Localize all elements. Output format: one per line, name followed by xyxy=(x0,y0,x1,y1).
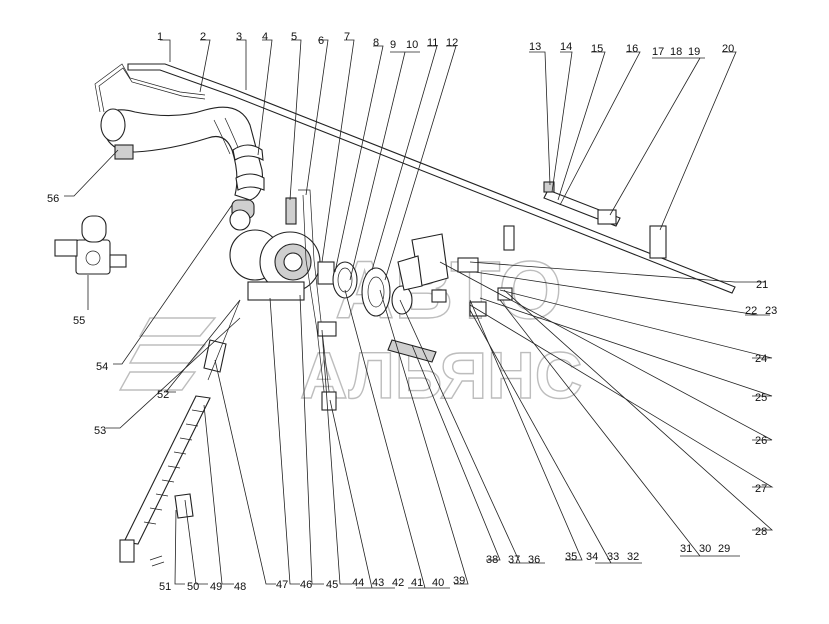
callout-49: 49 xyxy=(210,581,222,593)
callout-34: 34 xyxy=(586,551,598,563)
callout-12: 12 xyxy=(446,37,458,49)
callout-17: 17 xyxy=(652,46,664,58)
callout-22: 22 xyxy=(745,305,757,317)
callout-7: 7 xyxy=(344,31,350,43)
callout-40: 40 xyxy=(432,577,444,589)
callout-1: 1 xyxy=(157,31,163,43)
callout-9: 9 xyxy=(390,39,396,51)
callout-30: 30 xyxy=(699,543,711,555)
watermark-logo: АВТО АЛЬЯНС xyxy=(118,244,583,413)
callout-42: 42 xyxy=(392,577,404,589)
leader-lines xyxy=(64,39,774,589)
callout-37: 37 xyxy=(508,554,520,566)
callout-39: 39 xyxy=(453,575,465,587)
callout-20: 20 xyxy=(722,43,734,55)
callout-5: 5 xyxy=(291,31,297,43)
callout-23: 23 xyxy=(765,305,777,317)
callout-2: 2 xyxy=(200,31,206,43)
callout-26: 26 xyxy=(755,435,767,447)
callout-16: 16 xyxy=(626,43,638,55)
callout-29: 29 xyxy=(718,543,730,555)
turbocharger xyxy=(229,199,321,301)
bracket-plate xyxy=(387,339,437,363)
callout-56: 56 xyxy=(47,193,59,205)
valve-assembly xyxy=(54,215,127,275)
intake-hose xyxy=(100,106,265,201)
callout-47: 47 xyxy=(276,579,288,591)
watermark-line-2: АЛЬЯНС xyxy=(300,338,582,412)
callout-24: 24 xyxy=(755,353,767,365)
long-rod xyxy=(127,63,736,294)
callout-50: 50 xyxy=(187,581,199,593)
callout-18: 18 xyxy=(670,46,682,58)
callout-54: 54 xyxy=(96,361,108,373)
callout-55: 55 xyxy=(73,315,85,327)
callout-25: 25 xyxy=(755,392,767,404)
callout-14: 14 xyxy=(560,41,572,53)
callout-35: 35 xyxy=(565,551,577,563)
callout-53: 53 xyxy=(94,425,106,437)
small-clip xyxy=(174,493,194,519)
watermark-emblem xyxy=(118,317,217,391)
bent-pipe xyxy=(94,63,206,113)
callout-8: 8 xyxy=(373,37,379,49)
side-bracket xyxy=(649,225,667,259)
callout-4: 4 xyxy=(262,31,268,43)
callout-21: 21 xyxy=(756,279,768,291)
callout-44: 44 xyxy=(352,577,364,589)
callout-13: 13 xyxy=(529,41,541,53)
callout-45: 45 xyxy=(326,579,338,591)
manifold-block xyxy=(397,225,515,317)
small-pins xyxy=(149,555,165,567)
callout-48: 48 xyxy=(234,581,246,593)
callout-11: 11 xyxy=(427,37,438,49)
callout-3: 3 xyxy=(236,31,242,43)
drain-pipe xyxy=(119,299,241,563)
callout-27: 27 xyxy=(755,483,767,495)
oil-pipe xyxy=(285,189,337,411)
hose-clamp xyxy=(114,144,134,160)
callout-51: 51 xyxy=(159,581,171,593)
callout-41: 41 xyxy=(411,577,423,589)
callout-labels: 1 2 3 4 5 6 7 8 9 10 11 12 13 14 15 16 1… xyxy=(47,31,777,593)
callout-46: 46 xyxy=(300,579,312,591)
callout-6: 6 xyxy=(318,35,324,47)
callout-28: 28 xyxy=(755,526,767,538)
callout-36: 36 xyxy=(528,554,540,566)
callout-32: 32 xyxy=(627,551,639,563)
callout-33: 33 xyxy=(607,551,619,563)
callout-10: 10 xyxy=(406,39,418,51)
callout-52: 52 xyxy=(157,389,169,401)
flange-group xyxy=(317,261,413,317)
callout-43: 43 xyxy=(372,577,384,589)
callout-31: 31 xyxy=(680,543,692,555)
callout-38: 38 xyxy=(486,554,498,566)
callout-19: 19 xyxy=(688,46,700,58)
callout-15: 15 xyxy=(591,43,603,55)
